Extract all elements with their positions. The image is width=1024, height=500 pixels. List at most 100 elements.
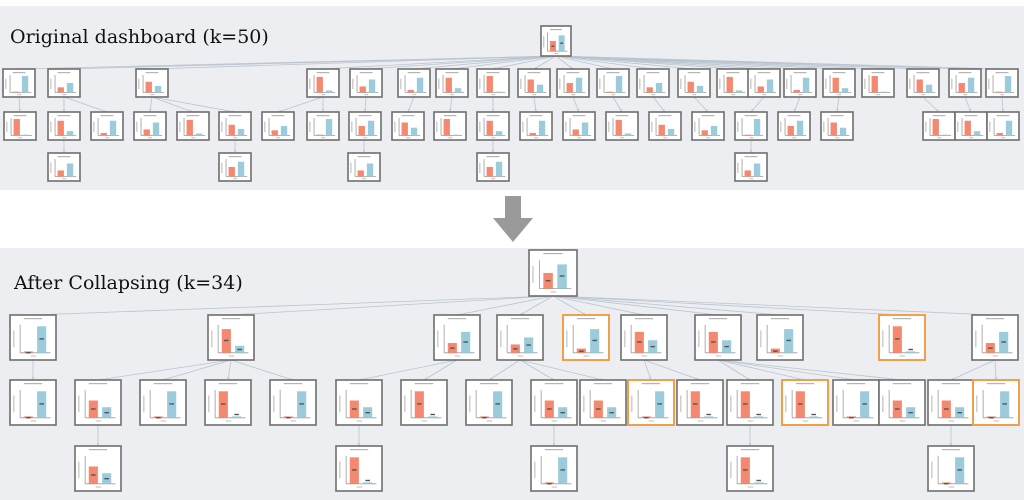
chart-data-label <box>91 474 96 476</box>
chart-x-label <box>62 94 67 96</box>
chart-y-label <box>951 78 953 90</box>
chart-card <box>756 314 804 361</box>
chart-card-frame <box>9 314 57 361</box>
chart-x-label <box>62 178 67 180</box>
chart-x-label <box>150 94 155 96</box>
chart-x-label <box>362 178 367 180</box>
chart-x-label <box>225 420 232 422</box>
tree-edge-arrowhead <box>994 377 998 380</box>
chart-x-label <box>448 137 453 139</box>
tree-edge-arrowhead <box>62 150 66 153</box>
chart-x-label <box>611 94 616 96</box>
chart-x-label <box>802 420 809 422</box>
chart-card-frame <box>927 379 975 426</box>
chart-card <box>677 68 711 98</box>
chart-card <box>562 314 610 361</box>
chart-title-line <box>153 383 173 385</box>
chart-card <box>985 68 1019 98</box>
chart-y-label <box>5 78 7 90</box>
chart-card <box>207 314 255 361</box>
chart-card <box>3 111 37 141</box>
chart-y-label <box>760 330 762 348</box>
chart-y-label <box>400 78 402 90</box>
tree-edge-arrowhead <box>357 443 361 446</box>
tree-edge-arrowhead <box>949 443 953 446</box>
chart-y-label <box>350 162 352 174</box>
chart-x-label <box>876 94 881 96</box>
chart-y-label <box>988 78 990 90</box>
chart-title-line <box>646 72 660 74</box>
chart-bar <box>932 119 939 136</box>
chart-bar <box>57 120 64 136</box>
chart-title-line <box>958 72 972 74</box>
chart-title-line <box>996 115 1010 117</box>
chart-data-label <box>944 483 949 485</box>
chart-bar <box>143 129 150 136</box>
chart-y-label <box>138 78 140 90</box>
chart-x-label <box>551 420 558 422</box>
chart-bar <box>363 482 373 484</box>
chart-title-line <box>414 383 434 385</box>
chart-card <box>397 68 431 98</box>
chart-x-label <box>747 420 754 422</box>
chart-y-label <box>786 78 788 90</box>
chart-card-frame <box>878 314 926 361</box>
chart-y-label <box>631 395 633 413</box>
tree-edge <box>151 55 557 70</box>
chart-x-label <box>747 486 754 488</box>
chart-x-label <box>697 420 704 422</box>
chart-bar <box>145 81 152 93</box>
chart-y-label <box>136 121 138 133</box>
chart-data-label <box>724 345 729 348</box>
chart-y-label <box>931 395 933 413</box>
chart-x-label <box>30 420 37 422</box>
chart-bar <box>701 130 708 136</box>
chart-card-frame <box>335 379 383 426</box>
chart-x-label <box>792 137 797 139</box>
chart-bar <box>967 77 975 93</box>
chart-card <box>517 68 551 98</box>
chart-y-label <box>394 121 396 133</box>
chart-x-label <box>948 420 955 422</box>
chart-bar <box>566 82 573 93</box>
chart-title-line <box>576 318 596 320</box>
chart-bar <box>486 76 493 93</box>
chart-bar <box>486 166 493 177</box>
chart-card <box>734 152 768 182</box>
chart-data-label <box>1002 403 1007 405</box>
chart-card <box>400 379 448 426</box>
chart-x-label <box>663 137 668 139</box>
chart-title-line <box>510 318 530 320</box>
chart-card <box>878 379 926 426</box>
tree-edge-arrowhead <box>749 150 753 153</box>
chart-bar <box>958 82 965 93</box>
tree-edge <box>555 55 695 70</box>
chart-data-label <box>798 403 803 405</box>
chart-x-label <box>105 137 110 139</box>
chart-bar <box>66 163 74 177</box>
chart-card <box>218 152 252 182</box>
tree-edge <box>162 359 232 381</box>
chart-bar <box>186 119 193 136</box>
chart-y-label <box>624 330 626 348</box>
chart-title-line <box>740 449 760 451</box>
chart-y-label <box>957 121 959 133</box>
chart-data-label <box>693 403 698 405</box>
chart-title-line <box>145 72 159 74</box>
chart-card <box>218 111 252 141</box>
chart-y-label <box>438 78 440 90</box>
chart-bar <box>757 86 764 93</box>
chart-y-label <box>651 121 653 133</box>
chart-title-line <box>357 156 371 158</box>
chart-title-line <box>687 72 701 74</box>
chart-bar <box>529 132 536 136</box>
tree-edge-arrowhead <box>491 109 495 112</box>
chart-card-frame <box>74 379 122 426</box>
chart-card <box>726 445 774 492</box>
chart-card <box>596 68 630 98</box>
tree-edge-arrowhead <box>534 109 537 112</box>
chart-card <box>47 152 81 182</box>
chart-title-line <box>544 383 564 385</box>
tree-edge <box>555 55 654 70</box>
tree-edge <box>322 55 557 70</box>
